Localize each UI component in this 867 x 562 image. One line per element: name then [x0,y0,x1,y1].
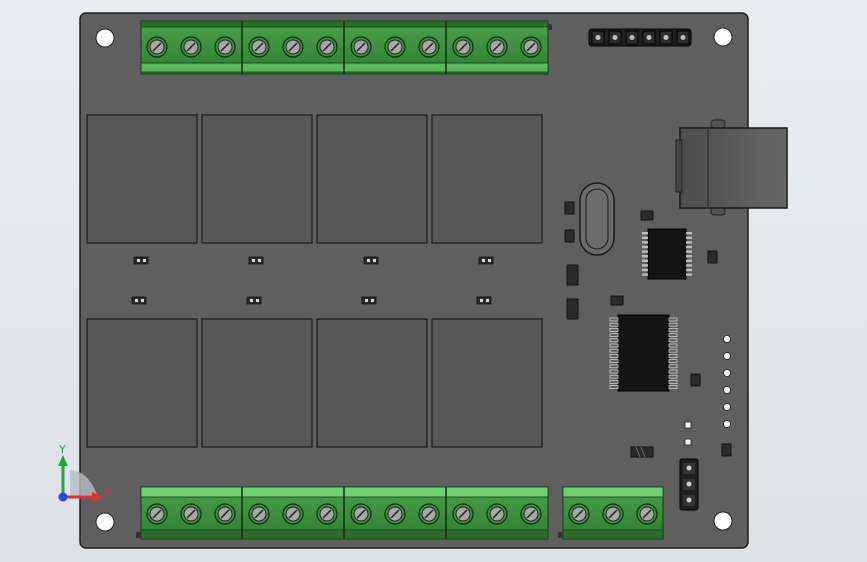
resistor-arrays [566,264,579,320]
terminal-screw-bottom-6[interactable] [316,503,338,525]
pcb-board[interactable] [79,12,749,549]
usb-connector[interactable] [675,119,788,216]
mounting-hole-bottom-right [713,511,733,531]
terminal-screw-bottom-8[interactable] [384,503,406,525]
led-pad-4 [723,386,731,394]
crystal-oscillator [579,182,615,256]
top-screws [146,36,542,58]
x-axis-label: X [104,486,112,499]
terminal-screw-bottom-10[interactable] [452,503,474,525]
terminal-screw-top-11[interactable] [486,36,508,58]
led-pad-2 [723,352,731,360]
relay-array [86,114,543,448]
terminal-screw-top-1[interactable] [146,36,168,58]
terminal-screw-top-4[interactable] [248,36,270,58]
terminal-screw-bottom-14[interactable] [602,503,624,525]
mounting-hole-top-right [713,27,733,47]
coordinate-triad: Y X [58,443,112,502]
terminal-screw-bottom-11[interactable] [486,503,508,525]
pin-header[interactable] [588,28,692,47]
led-pad-5 [723,403,731,411]
terminal-screw-top-8[interactable] [384,36,406,58]
terminal-screw-top-10[interactable] [452,36,474,58]
smd-row-lower [131,296,492,305]
mounting-hole-bottom-left [95,512,115,532]
terminal-block-bottom[interactable] [136,486,664,540]
terminal-screw-bottom-7[interactable] [350,503,372,525]
terminal-screw-top-2[interactable] [180,36,202,58]
terminal-screw-top-12[interactable] [520,36,542,58]
jumper-header[interactable] [679,458,699,511]
smd-pads [135,259,491,302]
transistor [630,446,654,458]
relay-6 [201,318,313,448]
bottom-screws [146,503,658,525]
terminal-screw-bottom-12[interactable] [520,503,542,525]
relay-1 [86,114,198,244]
relay-7 [316,318,428,448]
relay-5 [86,318,198,448]
relay-smd-parts [131,256,494,305]
microcontroller-chip [609,314,678,392]
test-pads [684,421,692,446]
terminal-screw-bottom-9[interactable] [418,503,440,525]
terminal-screw-top-9[interactable] [418,36,440,58]
terminal-screw-bottom-2[interactable] [180,503,202,525]
led-pad-6 [723,420,731,428]
usb-interface-chip [642,228,692,280]
mounting-holes [95,27,733,532]
relay-2 [201,114,313,244]
terminal-screw-bottom-5[interactable] [282,503,304,525]
terminal-screw-top-7[interactable] [350,36,372,58]
mounting-hole-top-left [95,28,115,48]
terminal-screw-bottom-1[interactable] [146,503,168,525]
relay-3 [316,114,428,244]
terminal-block-top[interactable] [140,20,552,75]
crystal-capacitors [564,201,732,457]
terminal-screw-top-3[interactable] [214,36,236,58]
led-column [723,335,731,428]
relay-8 [431,318,543,448]
terminal-screw-top-5[interactable] [282,36,304,58]
terminal-screw-bottom-4[interactable] [248,503,270,525]
terminal-screw-bottom-13[interactable] [568,503,590,525]
y-axis-label: Y [58,443,66,456]
terminal-screw-bottom-3[interactable] [214,503,236,525]
terminal-screw-top-6[interactable] [316,36,338,58]
led-pad-1 [723,335,731,343]
smd-row-upper [133,256,494,265]
led-pad-3 [723,369,731,377]
relay-4 [431,114,543,244]
terminal-screw-bottom-15[interactable] [636,503,658,525]
